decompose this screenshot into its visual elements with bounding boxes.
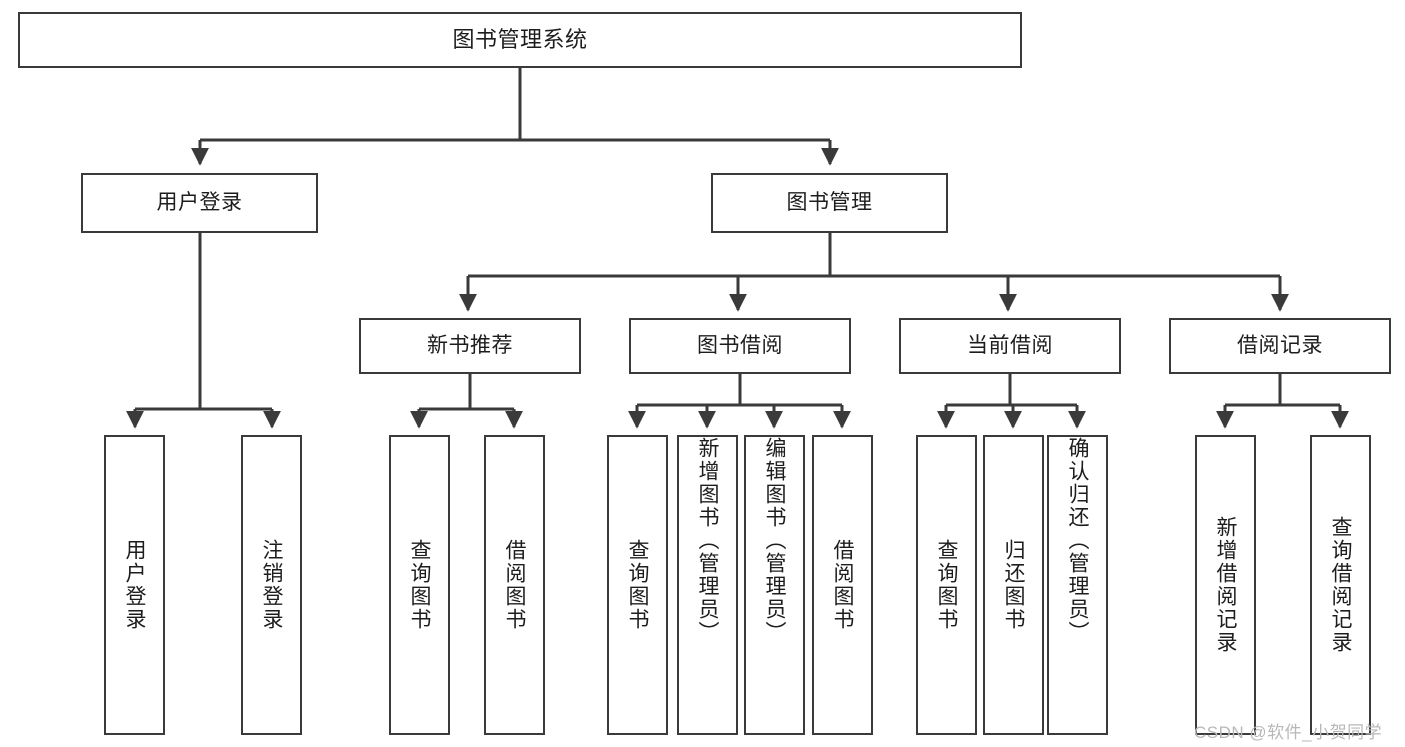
leaf-query-book-borrow[interactable]: 查询图书 xyxy=(607,435,668,735)
leaf-add-borrow-record-label: 新增借阅记录 xyxy=(1214,516,1237,654)
leaf-query-book-current[interactable]: 查询图书 xyxy=(916,435,977,735)
node-current-borrow[interactable]: 当前借阅 xyxy=(899,318,1121,374)
leaf-query-book-recommend[interactable]: 查询图书 xyxy=(389,435,450,735)
node-book-manage-label: 图书管理 xyxy=(786,190,873,214)
node-current-borrow-label: 当前借阅 xyxy=(967,333,1053,357)
leaf-borrow-book-recommend[interactable]: 借阅图书 xyxy=(484,435,545,735)
leaf-user-logout-label: 注销登录 xyxy=(260,539,283,631)
leaf-confirm-return-label: 确认归还（管理员） xyxy=(1066,437,1089,644)
node-new-book-recommend[interactable]: 新书推荐 xyxy=(359,318,581,374)
leaf-user-login[interactable]: 用户登录 xyxy=(104,435,165,735)
leaf-add-borrow-record[interactable]: 新增借阅记录 xyxy=(1195,435,1256,735)
node-root-label: 图书管理系统 xyxy=(452,27,588,53)
leaf-return-book[interactable]: 归还图书 xyxy=(983,435,1044,735)
leaf-user-logout[interactable]: 注销登录 xyxy=(241,435,302,735)
node-book-manage[interactable]: 图书管理 xyxy=(711,173,948,233)
node-borrow-record[interactable]: 借阅记录 xyxy=(1169,318,1391,374)
leaf-query-book-recommend-label: 查询图书 xyxy=(408,539,431,631)
node-new-book-recommend-label: 新书推荐 xyxy=(427,333,513,357)
node-borrow-record-label: 借阅记录 xyxy=(1237,333,1323,357)
node-user-login[interactable]: 用户登录 xyxy=(81,173,318,233)
leaf-user-login-label: 用户登录 xyxy=(123,539,146,631)
node-user-login-label: 用户登录 xyxy=(156,190,243,214)
node-book-borrow[interactable]: 图书借阅 xyxy=(629,318,851,374)
leaf-return-book-label: 归还图书 xyxy=(1002,539,1025,631)
leaf-query-borrow-record-label: 查询借阅记录 xyxy=(1329,516,1352,654)
leaf-add-book[interactable]: 新增图书（管理员） xyxy=(677,435,738,735)
leaf-edit-book-label: 编辑图书（管理员） xyxy=(763,437,786,644)
leaf-edit-book[interactable]: 编辑图书（管理员） xyxy=(744,435,805,735)
node-root[interactable]: 图书管理系统 xyxy=(18,12,1022,68)
leaf-borrow-book-recommend-label: 借阅图书 xyxy=(503,539,526,631)
leaf-query-book-borrow-label: 查询图书 xyxy=(626,539,649,631)
node-book-borrow-label: 图书借阅 xyxy=(697,333,783,357)
leaf-confirm-return[interactable]: 确认归还（管理员） xyxy=(1047,435,1108,735)
leaf-query-book-current-label: 查询图书 xyxy=(935,539,958,631)
leaf-query-borrow-record[interactable]: 查询借阅记录 xyxy=(1310,435,1371,735)
watermark-text: CSDN @软件_小贺同学 xyxy=(1194,723,1383,742)
leaf-borrow-book-label: 借阅图书 xyxy=(831,539,854,631)
leaf-add-book-label: 新增图书（管理员） xyxy=(696,437,719,644)
leaf-borrow-book[interactable]: 借阅图书 xyxy=(812,435,873,735)
